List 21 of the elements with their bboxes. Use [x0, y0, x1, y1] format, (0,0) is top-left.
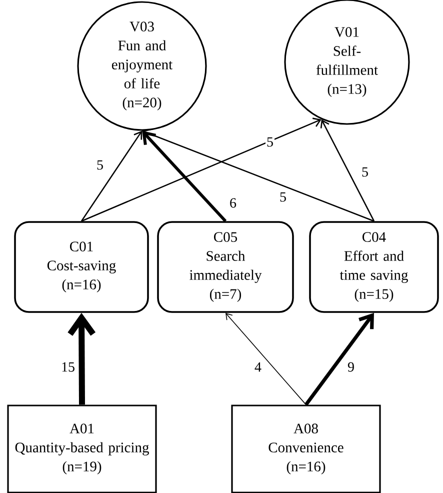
consequence-box: C05 Search immediately (n=7) [157, 221, 294, 313]
edge-label: 9 [346, 361, 356, 373]
edge-label: 5 [360, 166, 370, 178]
edge-label: 15 [60, 361, 76, 373]
arrow [80, 130, 142, 222]
consequence-box: C01 Cost-saving (n=16) [14, 221, 149, 313]
attribute-box: A08 Convenience (n=16) [231, 404, 381, 493]
edge-label: 6 [228, 197, 238, 209]
edge-label: 5 [266, 136, 274, 148]
attribute-box: A01 Quantity-based pricing (n=19) [7, 404, 157, 493]
arrow [226, 312, 306, 406]
consequence-box: C04 Effort and time saving (n=15) [309, 221, 439, 313]
arrow [68, 312, 96, 405]
edge-label: 5 [96, 159, 104, 171]
arrow [304, 312, 374, 406]
arrow [142, 128, 374, 222]
arrow [142, 130, 227, 222]
arrow [320, 119, 375, 222]
edge-label: 4 [254, 361, 262, 373]
arrow [81, 118, 322, 222]
edge-label: 5 [278, 191, 288, 203]
